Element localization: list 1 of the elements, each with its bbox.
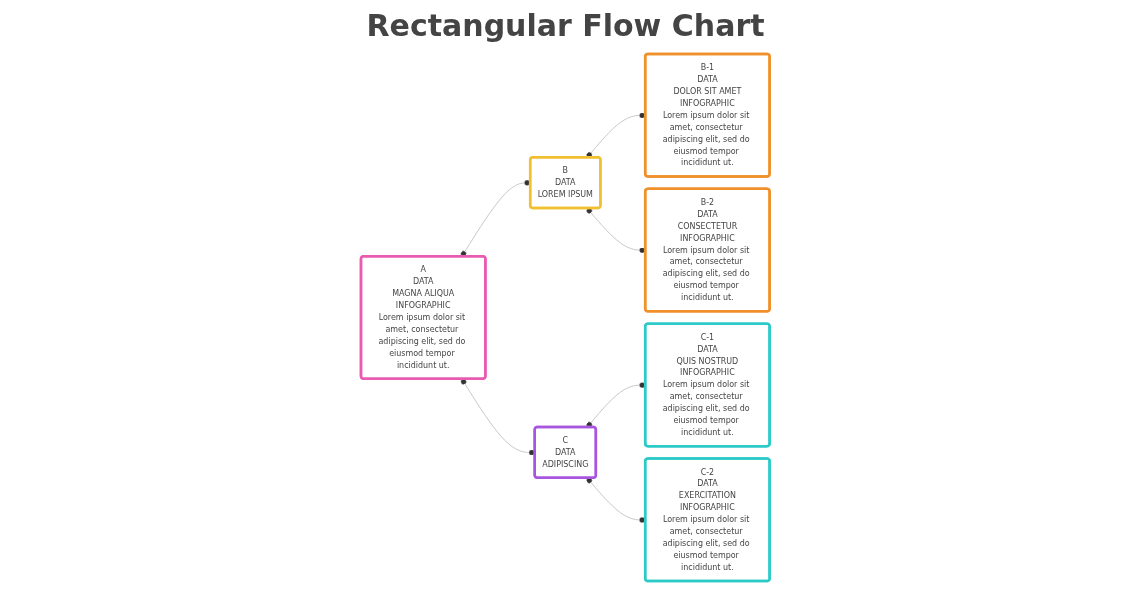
chart-title: Rectangular Flow Chart	[365, 8, 766, 43]
